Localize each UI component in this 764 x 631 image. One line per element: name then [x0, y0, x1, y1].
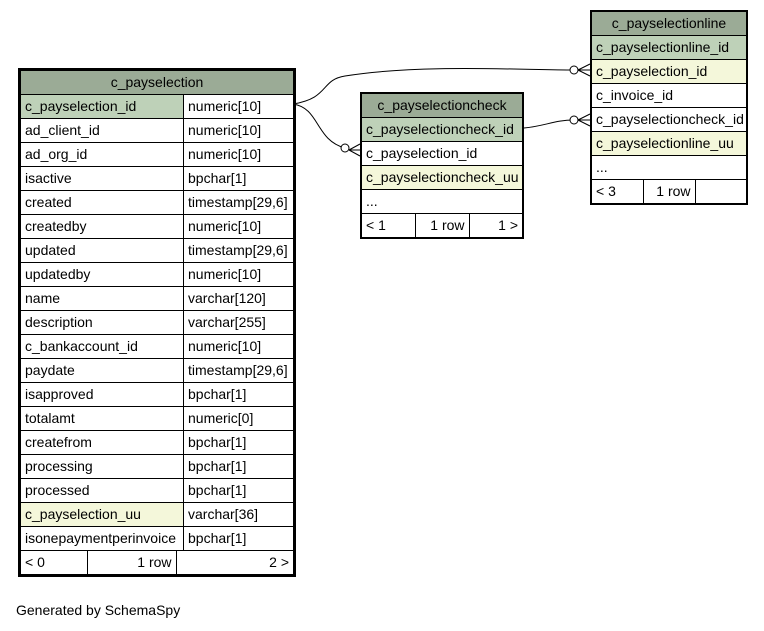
column-type: bpchar[1]	[183, 526, 295, 551]
crowfoot-icon	[348, 143, 361, 157]
generated-by-label: Generated by SchemaSpy	[16, 602, 181, 618]
column-name[interactable]: name	[19, 286, 184, 311]
column-name[interactable]: updated	[19, 238, 184, 263]
column-type: timestamp[29,6]	[183, 238, 295, 263]
edge-payselection-to-payselectioncheck	[292, 103, 346, 149]
column-type: numeric[10]	[183, 262, 295, 287]
column-name[interactable]: c_payselectioncheck_uu	[360, 165, 524, 190]
more-columns: ...	[360, 189, 524, 214]
column-name[interactable]: isactive	[19, 166, 184, 191]
parents-link[interactable]: < 1	[360, 213, 416, 239]
column-name[interactable]: ad_org_id	[19, 142, 184, 167]
edge-payselectioncheck-to-payselectionline	[523, 119, 575, 129]
parents-link[interactable]: < 3	[590, 179, 644, 205]
column-name[interactable]: c_payselection_id	[590, 59, 748, 84]
edge-payselection-to-payselectionline	[292, 68, 575, 105]
column-name[interactable]: paydate	[19, 358, 184, 383]
column-type: numeric[10]	[183, 214, 295, 239]
column-name[interactable]: processed	[19, 478, 184, 503]
column-type: varchar[36]	[183, 502, 295, 527]
column-name[interactable]: description	[19, 310, 184, 335]
crowfoot-icon	[577, 63, 591, 77]
column-name[interactable]: c_payselectioncheck_id	[360, 117, 524, 142]
edge-end-circle	[569, 115, 579, 125]
column-name[interactable]: created	[19, 190, 184, 215]
column-name[interactable]: c_payselectioncheck_id	[590, 107, 748, 132]
column-name[interactable]: isonepaymentperinvoice	[19, 526, 184, 551]
column-name[interactable]: c_invoice_id	[590, 83, 748, 108]
row-count: 1 row	[414, 213, 470, 239]
edge-end-circle	[569, 65, 579, 75]
edge-end-circle	[340, 143, 350, 153]
table-c-payselectioncheck[interactable]: c_payselectioncheck c_payselectioncheck_…	[360, 92, 524, 239]
table-title[interactable]: c_payselection	[19, 69, 295, 95]
column-name[interactable]: c_payselection_uu	[19, 502, 184, 527]
column-name[interactable]: updatedby	[19, 262, 184, 287]
column-name[interactable]: c_payselectionline_uu	[590, 131, 748, 156]
column-name[interactable]: isapproved	[19, 382, 184, 407]
column-type: varchar[120]	[183, 286, 295, 311]
column-type: timestamp[29,6]	[183, 190, 295, 215]
parents-link[interactable]: < 0	[21, 551, 88, 574]
column-type: numeric[10]	[183, 142, 295, 167]
row-count: 1 row	[87, 551, 177, 574]
table-title[interactable]: c_payselectioncheck	[360, 92, 524, 118]
column-name[interactable]: processing	[19, 454, 184, 479]
table-title[interactable]: c_payselectionline	[590, 10, 748, 36]
more-columns: ...	[590, 155, 748, 180]
column-name[interactable]: createfrom	[19, 430, 184, 455]
children-link[interactable]: 1 >	[468, 213, 524, 239]
column-name[interactable]: c_payselectionline_id	[590, 35, 748, 60]
children-link[interactable]	[694, 179, 748, 205]
column-type: numeric[0]	[183, 406, 295, 431]
column-type: bpchar[1]	[183, 382, 295, 407]
column-type: numeric[10]	[183, 118, 295, 143]
column-name[interactable]: createdby	[19, 214, 184, 239]
row-count: 1 row	[642, 179, 696, 205]
crowfoot-icon	[577, 113, 591, 127]
column-name[interactable]: c_bankaccount_id	[19, 334, 184, 359]
column-name[interactable]: c_payselection_id	[19, 94, 184, 119]
children-link[interactable]: 2 >	[269, 554, 289, 570]
table-c-payselectionline[interactable]: c_payselectionline c_payselectionline_id…	[590, 10, 748, 205]
column-name[interactable]: totalamt	[19, 406, 184, 431]
column-type: bpchar[1]	[183, 430, 295, 455]
column-name[interactable]: ad_client_id	[19, 118, 184, 143]
column-type: bpchar[1]	[183, 454, 295, 479]
column-type: timestamp[29,6]	[183, 358, 295, 383]
column-type: bpchar[1]	[183, 478, 295, 503]
column-type: numeric[10]	[183, 94, 295, 119]
column-type: varchar[255]	[183, 310, 295, 335]
column-name[interactable]: c_payselection_id	[360, 141, 524, 166]
column-type: numeric[10]	[183, 334, 295, 359]
column-type: bpchar[1]	[183, 166, 295, 191]
